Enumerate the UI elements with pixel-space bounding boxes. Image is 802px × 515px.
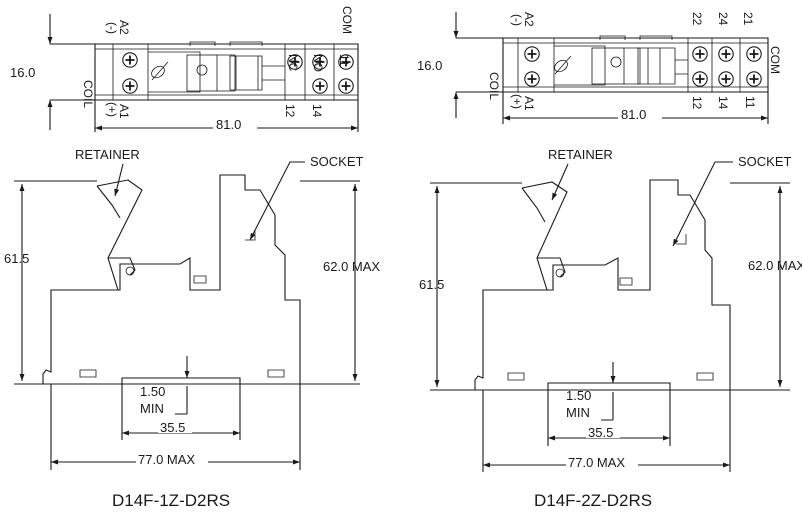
a2-label-2z: A2 — [522, 12, 536, 27]
term-14-1z: 14 — [310, 104, 324, 118]
side-height-left-2z: 61.5 — [419, 277, 444, 292]
side-height-left-1z: 61.5 — [4, 251, 29, 266]
a1-sign-1z: (+) — [105, 102, 119, 117]
clearance-value-2z: 1.50 — [566, 388, 591, 403]
retainer-label-2z: RETAINER — [548, 147, 613, 162]
side-view-1z: RETAINER SOCKET 61.5 62.0 MAX 1.50 MIN 3… — [4, 147, 380, 470]
term-12-1z: 12 — [283, 104, 297, 118]
retainer-label-1z: RETAINER — [75, 147, 140, 162]
rail-width-2z: 35.5 — [588, 425, 613, 440]
com-label-1z: COM — [340, 6, 354, 34]
a2-sign-1z: (-) — [105, 22, 119, 34]
side-height-right-2z: 62.0 MAX — [748, 258, 802, 273]
com-label-2z: COM — [768, 46, 782, 74]
term-11-2z: 11 — [743, 96, 757, 109]
rail-width-1z: 35.5 — [160, 420, 185, 435]
top-height-1z: 16.0 — [10, 65, 35, 80]
top-width-1z: 81.0 — [216, 117, 241, 132]
socket-label-1z: SOCKET — [310, 154, 364, 169]
a2-sign-2z: (-) — [510, 14, 524, 26]
term-22-2z: 22 — [690, 12, 704, 26]
model-caption-1z: D14F-1Z-D2RS — [112, 491, 230, 510]
term-no-1z: NO — [311, 54, 325, 72]
model-caption-2z: D14F-2Z-D2RS — [534, 491, 652, 510]
term-11-1z: 11 — [337, 54, 351, 67]
top-height-2z: 16.0 — [417, 58, 442, 73]
clearance-unit-1z: MIN — [140, 401, 164, 416]
term-12-2z: 12 — [690, 96, 704, 110]
overall-width-2z: 77.0 MAX — [568, 455, 625, 470]
coil-label-1z: COIL — [81, 80, 95, 108]
overall-width-1z: 77.0 MAX — [138, 452, 195, 467]
clearance-unit-2z: MIN — [566, 405, 590, 420]
term-24-2z: 24 — [716, 12, 730, 26]
clearance-value-1z: 1.50 — [140, 384, 165, 399]
socket-label-2z: SOCKET — [738, 154, 792, 169]
a1-label-1z: A1 — [117, 104, 131, 119]
top-view-1z: 16.0 81.0 COIL A2 (-) A1 (+) NC NO 11 CO… — [10, 6, 359, 132]
diagram-2z: 16.0 81.0 COIL A2 (-) A1 (+) 22 24 21 CO… — [417, 12, 802, 510]
a2-label-1z: A2 — [117, 20, 131, 35]
coil-label-2z: COIL — [487, 72, 501, 100]
a1-label-2z: A1 — [522, 96, 536, 111]
diagram-1z: 16.0 81.0 COIL A2 (-) A1 (+) NC NO 11 CO… — [4, 6, 380, 510]
top-view-2z: 16.0 81.0 COIL A2 (-) A1 (+) 22 24 21 CO… — [417, 12, 782, 124]
side-height-right-1z: 62.0 MAX — [323, 259, 380, 274]
top-width-2z: 81.0 — [621, 107, 646, 122]
side-view-2z: RETAINER SOCKET 61.5 62.0 MAX 1.50 MIN 3… — [419, 147, 802, 472]
a1-sign-2z: (+) — [510, 94, 524, 109]
term-nc-1z: NC — [286, 54, 300, 72]
term-14-2z: 14 — [716, 96, 730, 110]
term-21-2z: 21 — [741, 12, 755, 26]
